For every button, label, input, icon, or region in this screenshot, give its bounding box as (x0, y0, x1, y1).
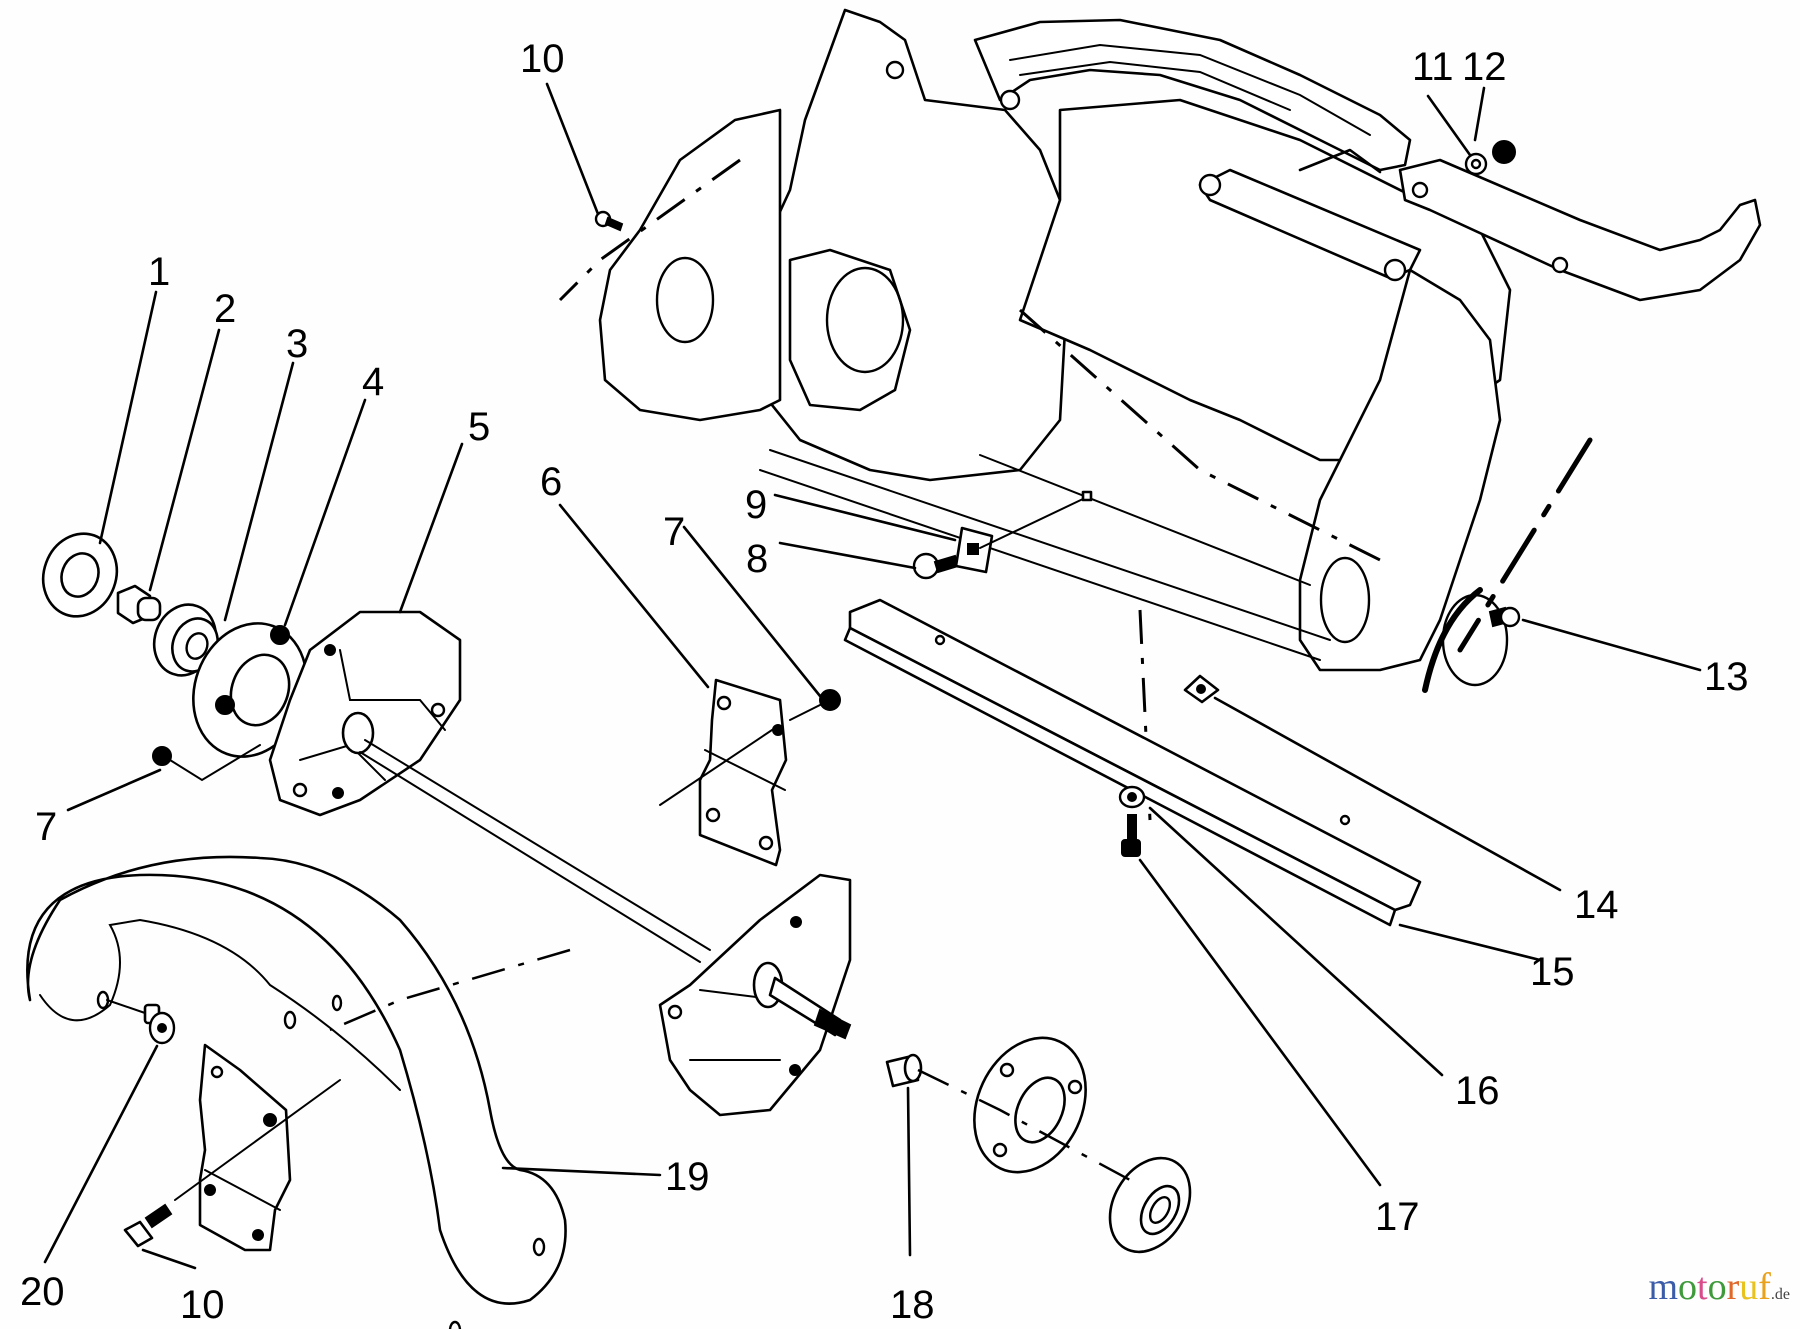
watermark-tld: .de (1770, 1286, 1790, 1303)
motoruf-watermark: motoruf.de (1648, 1265, 1790, 1309)
watermark-letter: o (1678, 1266, 1698, 1308)
callout-18: 18 (890, 1283, 935, 1327)
nut-7-left (152, 744, 261, 782)
nut-12 (1492, 140, 1516, 164)
callout-14: 14 (1574, 883, 1619, 927)
bracket-19 (174, 1043, 341, 1252)
callout-10-bottom: 10 (180, 1283, 225, 1327)
hex-nut-2 (116, 584, 162, 625)
auger-housing (558, 8, 1762, 821)
callout-13: 13 (1704, 655, 1749, 699)
callout-labels: 1 2 3 4 5 6 7 7 8 9 10 10 11 12 13 14 15… (20, 37, 1749, 1327)
washer-1 (41, 532, 119, 618)
nut-7-right (789, 689, 841, 721)
callout-15: 15 (1530, 950, 1575, 994)
leader-lines (43, 82, 1702, 1270)
watermark-letter: u (1739, 1266, 1759, 1308)
spacer-18 (885, 1053, 923, 1088)
auger-half-right (658, 873, 852, 1117)
watermark-letter: m (1648, 1266, 1679, 1308)
callout-7-left: 7 (35, 805, 57, 849)
square-plate-14 (1183, 674, 1220, 704)
bolt-20 (106, 999, 176, 1045)
callout-17: 17 (1375, 1195, 1420, 1239)
callout-1: 1 (148, 250, 170, 294)
callout-7-right: 7 (663, 510, 685, 554)
callout-9: 9 (745, 483, 767, 527)
auger-half-5 (268, 610, 462, 817)
callout-11: 11 (1412, 45, 1454, 89)
square-plate-9 (954, 490, 1093, 574)
bolt-10-top (594, 210, 624, 232)
auger-shaft (359, 739, 711, 963)
bearing-flange-right (973, 1036, 1087, 1174)
callout-12: 12 (1462, 45, 1507, 89)
watermark-letter: r (1726, 1266, 1740, 1308)
callout-20: 20 (20, 1270, 65, 1314)
callout-16: 16 (1455, 1069, 1500, 1113)
scraper-bar (843, 598, 1422, 927)
watermark-letter: t (1697, 1266, 1708, 1308)
callout-6: 6 (540, 460, 562, 504)
bolt-17 (1121, 814, 1141, 857)
washer-16 (1118, 785, 1146, 809)
callout-4: 4 (362, 360, 384, 404)
callout-19: 19 (665, 1155, 710, 1199)
paddle-6 (659, 678, 788, 867)
callout-10-top: 10 (520, 37, 565, 81)
watermark-letter: o (1707, 1266, 1727, 1308)
bolt-13 (1488, 606, 1521, 628)
callout-2: 2 (214, 287, 236, 331)
callout-8: 8 (746, 537, 768, 581)
carriage-bolt-8 (912, 552, 960, 580)
bolt-10-bottom (123, 1203, 173, 1248)
watermark-letter: f (1758, 1266, 1771, 1308)
callout-5: 5 (468, 405, 490, 449)
bearing-flange-4 (192, 622, 308, 758)
callout-3: 3 (286, 322, 308, 366)
washer-11 (1464, 152, 1488, 176)
bearing-right (1108, 1156, 1192, 1254)
auger-flight-19 (26, 855, 567, 1329)
